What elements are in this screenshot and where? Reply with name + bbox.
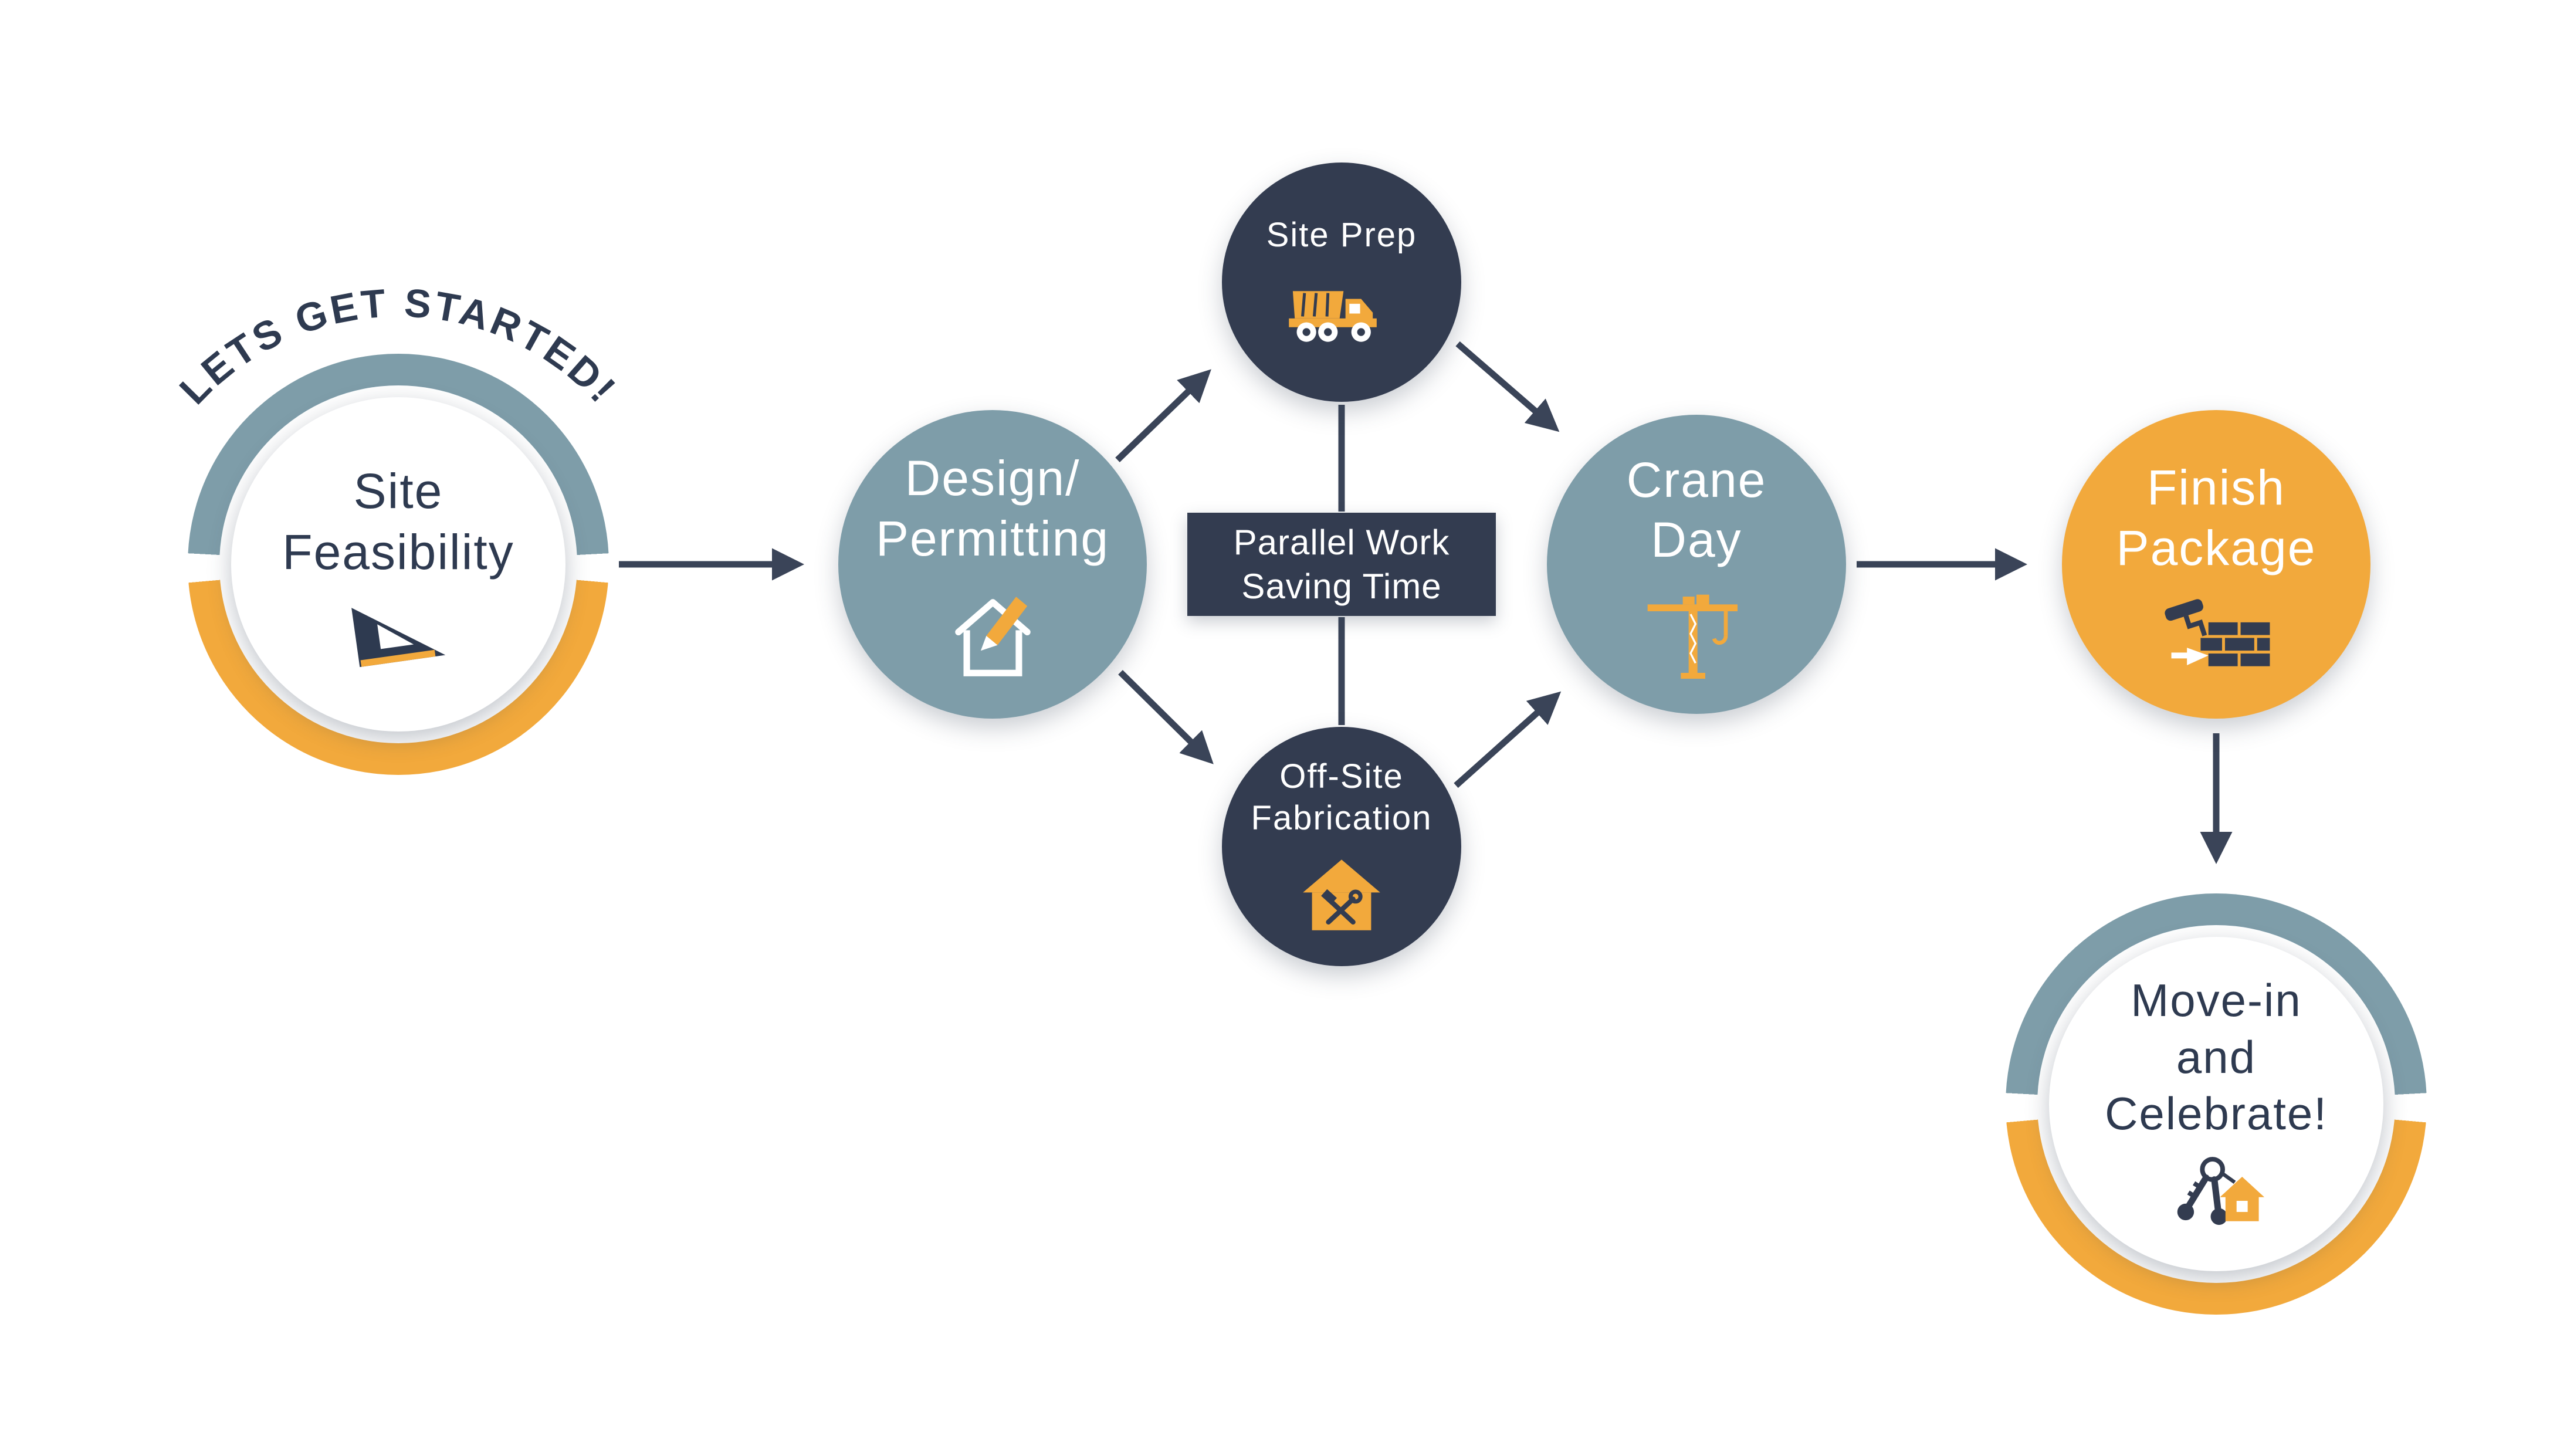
node-label-line: Feasibility [282, 524, 514, 580]
node-site-prep: Site Prep [1222, 162, 1461, 402]
house-pencil-icon [954, 597, 1031, 676]
node-design-permitting: Design/ Permitting [838, 410, 1147, 719]
set-square-icon [351, 608, 446, 668]
node-label-line: and [2176, 1031, 2257, 1083]
node-label-line: Off-Site [1279, 757, 1404, 796]
note-line: Parallel Work [1233, 523, 1450, 562]
node-label-line: Day [1651, 512, 1742, 567]
node-site-feasibility: Site Feasibility [188, 354, 609, 775]
arrow-design-to-siteprep [1115, 369, 1211, 462]
node-label-line: Crane [1626, 452, 1767, 507]
dump-truck-icon [1289, 291, 1377, 342]
node-label-line: Permitting [875, 510, 1110, 566]
node-site-feasibility-body: Site Feasibility [231, 397, 565, 732]
node-move-in-celebrate: Move-in and Celebrate! [2006, 893, 2427, 1315]
node-finish-package: Finish Package [2062, 410, 2370, 719]
node-label-line: Move-in [2131, 974, 2302, 1026]
node-label-line: Package [2116, 520, 2317, 575]
parallel-work-note: Parallel Work Saving Time [1187, 513, 1496, 616]
node-label-line: Fabrication [1251, 799, 1432, 837]
node-off-site-fabrication: Off-Site Fabrication [1222, 727, 1461, 966]
note-line: Saving Time [1241, 567, 1442, 606]
node-label-line: Site Prep [1266, 216, 1417, 255]
arrow-offsite-to-craneday [1454, 691, 1562, 788]
node-move-in-body: Move-in and Celebrate! [2049, 937, 2383, 1271]
arrow-siteprep-to-craneday [1455, 341, 1560, 432]
node-label-line: Finish [2146, 460, 2286, 516]
house-keys-icon [2177, 1157, 2265, 1225]
node-crane-day: Crane Day [1547, 415, 1846, 714]
node-label-line: Site [353, 463, 443, 519]
paint-roller-bricks-icon [2165, 599, 2270, 666]
node-label-line: Design/ [905, 451, 1081, 506]
node-label-line: Celebrate! [2105, 1088, 2328, 1140]
tower-crane-icon [1647, 595, 1738, 679]
arrow-design-to-offsite [1118, 670, 1214, 764]
house-tools-icon [1303, 859, 1380, 930]
